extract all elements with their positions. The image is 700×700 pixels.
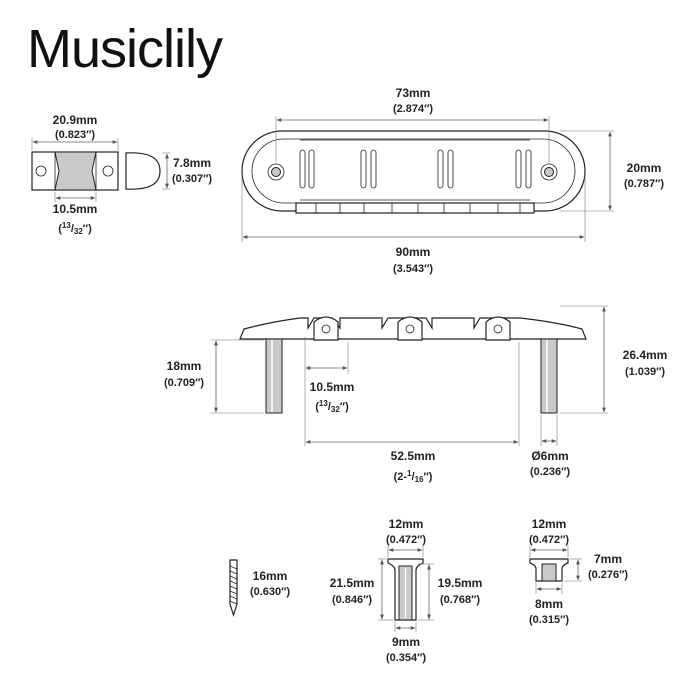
bushing-bottom-dimension: 9mm (0.354″) xyxy=(386,622,426,664)
post-diameter-value: Ø6mm xyxy=(531,449,568,463)
saddle-height-inch: (0.307″) xyxy=(172,173,212,185)
cap-height-value: 7mm xyxy=(594,552,622,566)
bushing-right-height-dimension: 19.5mm (0.768″) xyxy=(418,563,483,621)
saddle-spacing-dimension: 10.5mm (13/32″) xyxy=(304,337,355,446)
saddle-length-inch: (0.823″) xyxy=(55,129,95,141)
saddle-inner-value: 10.5mm xyxy=(53,202,98,216)
overall-length-dimension: 90mm (3.543″) xyxy=(241,175,586,275)
brand-logo-text: Musiclily xyxy=(27,19,223,79)
saddle-spacing-value: 10.5mm xyxy=(310,380,355,394)
bushing-left-height-dimension: 21.5mm (0.846″) xyxy=(330,558,393,621)
cap-height-inch: (0.276″) xyxy=(588,569,628,581)
overall-length-inch: (3.543″) xyxy=(393,263,433,275)
mounting-hole-left xyxy=(267,163,285,181)
mounting-post-right xyxy=(540,338,558,414)
bushing-top-dimension: 12mm (0.472″) xyxy=(386,517,426,557)
bushing-left-height-value: 21.5mm xyxy=(330,576,375,590)
mounting-hole-right xyxy=(540,163,558,181)
bushing-top-value: 12mm xyxy=(389,517,424,531)
saddle-teeth xyxy=(295,202,535,214)
post-diameter-inch: (0.236″) xyxy=(530,466,570,478)
saddle-inner-dimension: 10.5mm (13/32″) xyxy=(53,192,98,236)
width-value: 20mm xyxy=(627,161,662,175)
width-dimension: 20mm (0.787″) xyxy=(560,130,664,212)
mounting-post-left xyxy=(265,338,283,414)
total-height-inch: (1.039″) xyxy=(625,366,665,378)
string-spread-dimension: 52.5mm (2-1/16″) xyxy=(305,342,520,484)
cap-top-inch: (0.472″) xyxy=(529,534,569,546)
screw-length-value: 16mm xyxy=(253,569,288,583)
width-inch: (0.787″) xyxy=(624,178,664,190)
cap-top-dimension: 12mm (0.472″) xyxy=(529,517,569,557)
hole-spacing-value: 73mm xyxy=(396,86,431,100)
bushing-drawing xyxy=(387,558,424,621)
tailpiece-side-view xyxy=(239,316,587,414)
cap-height-dimension: 7mm (0.276″) xyxy=(564,552,628,582)
cap-bottom-dimension: 8mm (0.315″) xyxy=(529,583,569,626)
total-height-dimension: 26.4mm (1.039″) xyxy=(560,305,668,414)
screw-drawing xyxy=(229,559,238,617)
hole-spacing-inch: (2.874″) xyxy=(393,103,433,115)
saddle-profile-2 xyxy=(397,316,423,341)
saddle-length-dimension: 20.9mm (0.823″) xyxy=(31,113,119,150)
saddle-height-value: 7.8mm xyxy=(173,156,211,170)
saddle-inner-inch: (13/32″) xyxy=(58,221,92,236)
saddle-height-dimension: 7.8mm (0.307″) xyxy=(162,152,212,190)
post-height-value: 18mm xyxy=(167,359,202,373)
bushing-top-inch: (0.472″) xyxy=(386,534,426,546)
bushing-right-height-inch: (0.768″) xyxy=(440,594,480,606)
saddle-length-value: 20.9mm xyxy=(53,113,98,127)
saddle-drawing xyxy=(31,151,161,191)
bushing-left-height-inch: (0.846″) xyxy=(332,594,372,606)
screw-length-inch: (0.630″) xyxy=(250,586,290,598)
hole-spacing-dimension: 73mm (2.874″) xyxy=(275,86,550,162)
bushing-bottom-inch: (0.354″) xyxy=(386,652,426,664)
saddle-profile-3 xyxy=(485,316,511,341)
bushing-bottom-value: 9mm xyxy=(392,635,420,649)
saddle-spacing-inch: (13/32″) xyxy=(315,399,349,414)
total-height-value: 26.4mm xyxy=(623,348,668,362)
post-height-inch: (0.709″) xyxy=(164,377,204,389)
post-height-dimension: 18mm (0.709″) xyxy=(164,339,264,414)
string-spread-value: 52.5mm xyxy=(391,449,436,463)
bushing-right-height-value: 19.5mm xyxy=(438,576,483,590)
cap-bottom-inch: (0.315″) xyxy=(529,614,569,626)
tailpiece-top-view xyxy=(241,130,586,214)
post-diameter-dimension: Ø6mm (0.236″) xyxy=(530,415,570,478)
cap-top-value: 12mm xyxy=(532,517,567,531)
string-slots xyxy=(299,149,532,189)
overall-length-value: 90mm xyxy=(396,245,431,259)
saddle-profile-1 xyxy=(313,316,339,341)
string-spread-inch: (2-1/16″) xyxy=(394,469,433,484)
cap-bottom-value: 8mm xyxy=(535,597,563,611)
cap-drawing xyxy=(529,558,569,582)
